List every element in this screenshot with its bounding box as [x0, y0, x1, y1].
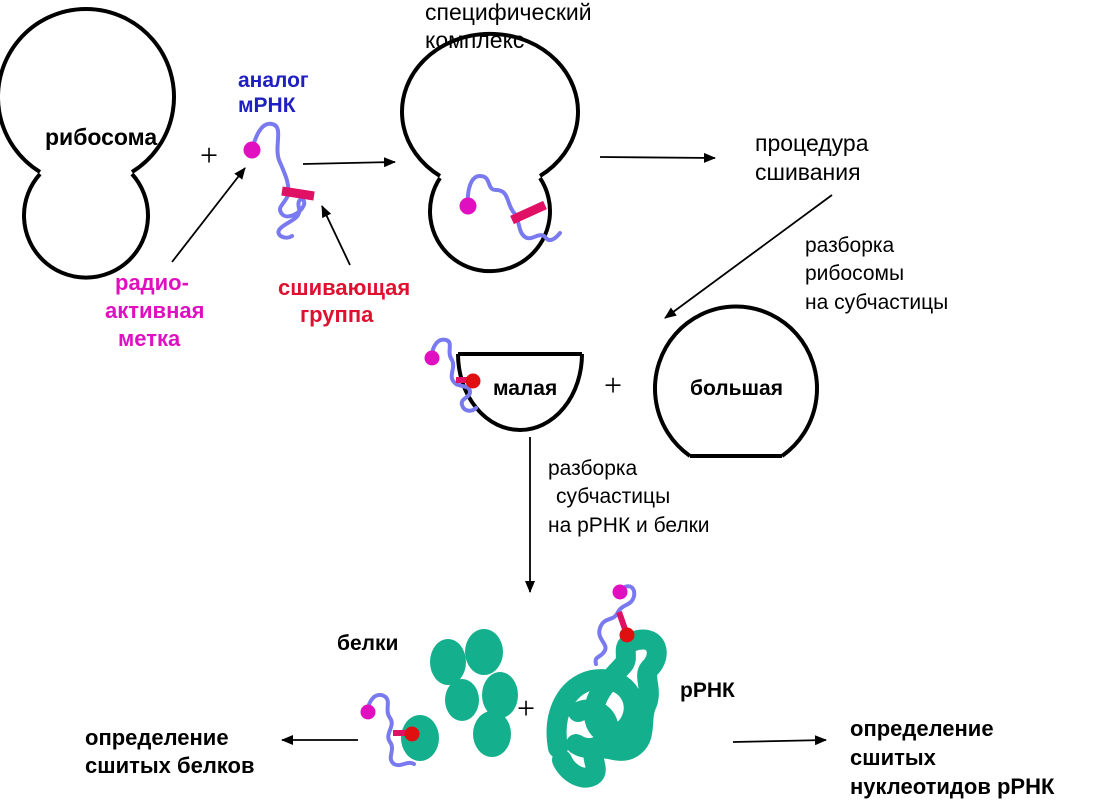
protein	[473, 711, 511, 757]
large-subunit-label: большая	[690, 377, 783, 400]
result-rrna-line1: определение	[850, 716, 994, 741]
ribosome-disassembly-line3: на субчастицы	[805, 291, 948, 314]
small-subunit-label: малая	[493, 377, 557, 400]
crosslink-procedure-label-line1: процедура	[755, 130, 869, 156]
small-subunit-mrna	[424, 337, 481, 413]
small-subunit-radioactive-label	[424, 350, 440, 366]
small-subunit-crosslink-dot	[465, 373, 481, 389]
subunit-disassembly-line3: на рРНК и белки	[548, 514, 710, 537]
rrna-radioactive-label	[612, 584, 628, 600]
protein-crosslinked	[401, 715, 439, 761]
ribosome-label: рибосома	[45, 124, 157, 150]
result-proteins-line2: сшитых белков	[85, 753, 255, 778]
arrow-to-subunits	[664, 194, 833, 319]
mrna-chain	[250, 121, 307, 240]
protein	[465, 629, 503, 675]
arrow-to-radioactive-label	[171, 167, 246, 263]
bound-radioactive-label	[459, 197, 477, 215]
protein-crosslink-dot	[404, 726, 420, 742]
rrna-crosslink-dot	[619, 627, 635, 643]
bound-mrna-analog	[459, 174, 562, 243]
specific-complex-shape	[400, 31, 580, 274]
arrow-to-rrna-result	[732, 735, 827, 746]
rrna-molecule	[546, 629, 667, 788]
radioactive-label-text-line1: радио-	[115, 270, 189, 295]
protein-radioactive-label	[360, 704, 376, 720]
crosslinking-group-text-line2: группа	[300, 302, 374, 327]
crosslinking-group-text-line1: сшивающая	[278, 275, 410, 300]
result-proteins-line1: определение	[85, 725, 229, 750]
radioactive-label-dot	[243, 141, 261, 159]
specific-complex-label-line1: специфический	[425, 0, 592, 25]
mrna-analog-label-line2: мРНК	[238, 94, 296, 117]
radioactive-label-text-line2: активная	[105, 298, 204, 323]
ribosome-disassembly-line1: разборка	[805, 234, 895, 257]
mrna-analog-label-line1: аналог	[238, 69, 309, 92]
arrow-to-crosslinking-group	[321, 205, 351, 266]
bound-crosslinking-group	[510, 200, 547, 225]
plus-sign-2: +	[604, 367, 622, 403]
protein-group	[401, 629, 518, 761]
large-subunit-shape	[653, 304, 819, 458]
crosslink-procedure-label-line2: сшивания	[755, 159, 861, 185]
subunit-disassembly-line2: субчастицы	[556, 485, 670, 508]
protein	[445, 679, 479, 721]
subunit-disassembly-line1: разборка	[548, 457, 638, 480]
plus-sign-3: +	[517, 690, 535, 726]
ribosome-disassembly-line2: рибосомы	[805, 262, 904, 285]
proteins-label: белки	[337, 632, 398, 655]
result-rrna-line3: нуклеотидов рРНК	[850, 774, 1055, 799]
arrow-to-crosslinking	[599, 152, 716, 163]
rrna-label: рРНК	[680, 679, 735, 702]
protein	[482, 672, 518, 718]
protein-bound-mrna	[360, 693, 420, 768]
result-rrna-line2: сшитых	[850, 745, 937, 770]
radioactive-label-text-line3: метка	[118, 326, 181, 351]
mrna-analog-molecule	[243, 121, 315, 240]
arrow-to-complex	[302, 157, 396, 168]
ribosome-shape	[0, 7, 176, 280]
crosslinking-group-bar	[281, 186, 315, 201]
protein	[430, 639, 466, 685]
rrna-bound-mrna	[593, 584, 637, 666]
plus-sign-1: +	[200, 137, 218, 173]
